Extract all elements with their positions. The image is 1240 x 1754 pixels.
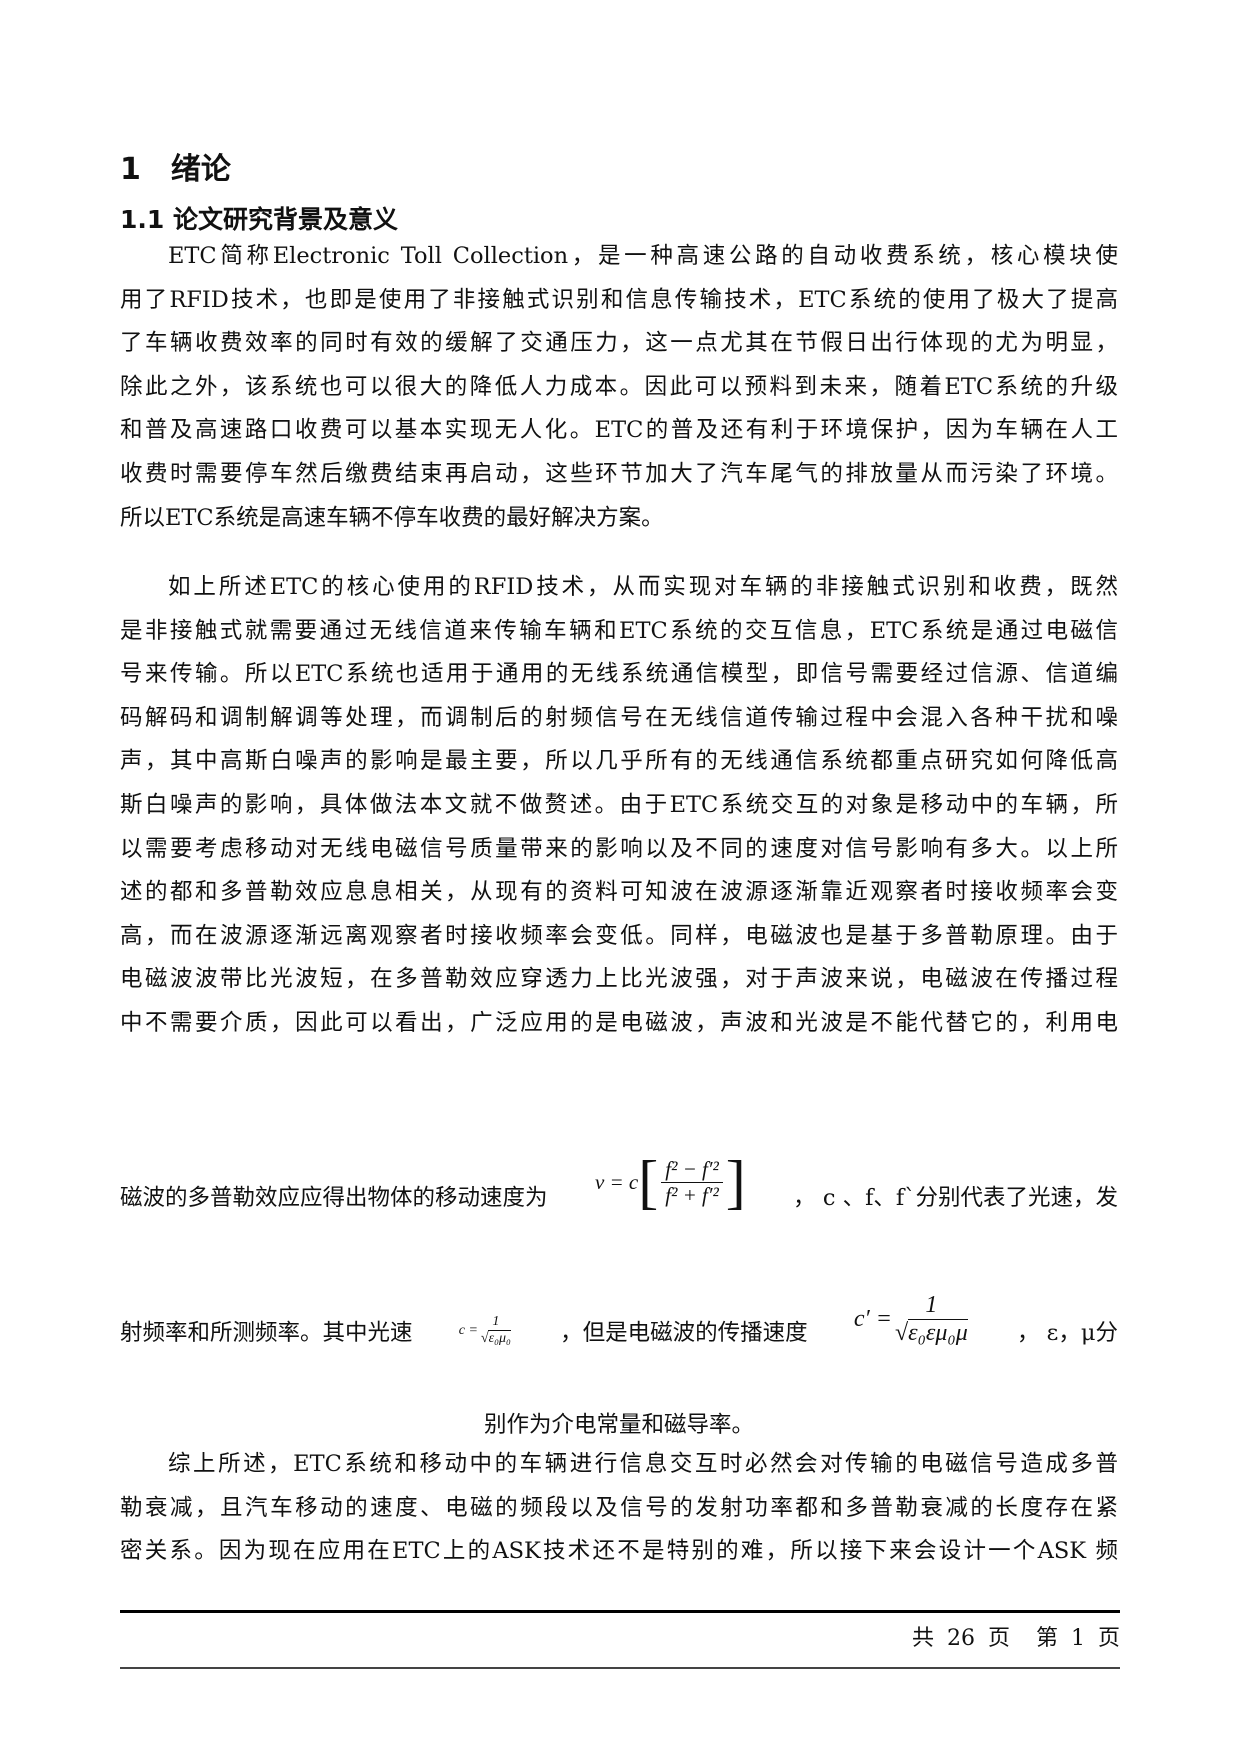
- centered-line: 别作为介电常量和磁导率。: [483, 1412, 754, 1438]
- paragraph-line: 述的都和多普勒效应息息相关，从现有的资料可知波在波源逐渐靠近观察者时接收频率会变: [120, 879, 1118, 906]
- paragraph-line: 勒衰减，且汽车移动的速度、电磁的频段以及信号的发射功率都和多普勒衰减的长度存在紧: [120, 1494, 1118, 1521]
- paragraph-line: 斯白噪声的影响，具体做法本文就不做赘述。由于ETC系统交互的对象是移动中的车辆，…: [120, 792, 1118, 818]
- propagation-speed-formula: c′ = 1√ε₀εμ₀μ: [853, 1292, 968, 1346]
- section-heading: 1.1 论文研究背景及意义: [120, 205, 398, 234]
- light-speed-formula: c = 1√ε₀μ₀: [458, 1314, 511, 1346]
- paragraph-line: ETC简称Electronic Toll Collection，是一种高速公路的…: [168, 243, 1118, 269]
- paragraph-line: 以需要考虑移动对无线电磁信号质量带来的影响以及不同的速度对信号影响有多大。以上所: [120, 835, 1118, 862]
- paragraph-line: 了车辆收费效率的同时有效的缓解了交通压力，这一点尤其在节假日出行体现的尤为明显，: [120, 330, 1118, 357]
- paragraph-line: 高，而在波源逐渐远离观察者时接收频率会变低。同样，电磁波也是基于多普勒原理。由于: [120, 922, 1118, 949]
- paragraph-line: 密关系。因为现在应用在ETC上的ASK技术还不是特别的难，所以接下来会设计一个A…: [120, 1538, 1118, 1565]
- paragraph-line: 号来传输。所以ETC系统也适用于通用的无线系统通信模型，即信号需要经过信源、信道…: [120, 661, 1118, 688]
- paragraph-line: 和普及高速路口收费可以基本实现无人化。ETC的普及还有利于环境保护，因为车辆在人…: [120, 417, 1118, 444]
- formula-line-light-speed: 射频率和所测频率。其中光速 c = 1√ε₀μ₀ ，但是电磁波的传播速度 c′ …: [120, 1292, 1118, 1346]
- paragraph-line: 综上所述，ETC系统和移动中的车辆进行信息交互时必然会对传输的电磁信号造成多普: [168, 1451, 1118, 1477]
- paragraph-line: 收费时需要停车然后缴费结束再启动，这些环节加大了汽车尾气的排放量从而污染了环境。: [120, 461, 1118, 487]
- paragraph-line: 如上所述ETC的核心使用的RFID技术，从而实现对车辆的非接触式识别和收费，既然: [168, 574, 1118, 600]
- paragraph-line: 所以ETC系统是高速车辆不停车收费的最好解决方案。: [120, 504, 664, 531]
- paragraph-line: 中不需要介质，因此可以看出，广泛应用的是电磁波，声波和光波是不能代替它的，利用电: [120, 1010, 1118, 1036]
- paragraph-line: 码解码和调制解调等处理，而调制后的射频信号在无线信道传输过程中会混入各种干扰和噪: [120, 704, 1118, 731]
- page-number: 共 26 页 第 1 页: [912, 1626, 1120, 1651]
- footer-rule-top: [120, 1610, 1120, 1613]
- paragraph-line: 用了RFID技术，也即是使用了非接触式识别和信息传输技术，ETC系统的使用了极大…: [120, 286, 1118, 313]
- paragraph-line: 是非接触式就需要通过无线信道来传输车辆和ETC系统的交互信息，ETC系统是通过电…: [120, 617, 1118, 644]
- footer-rule-bottom: [120, 1667, 1120, 1669]
- paragraph-line: 除此之外，该系统也可以很大的降低人力成本。因此可以预料到未来，随着ETC系统的升…: [120, 373, 1118, 400]
- paragraph-line: 电磁波波带比光波短，在多普勒效应穿透力上比光波强，对于声波来说，电磁波在传播过程: [120, 966, 1118, 993]
- paragraph-line: 声，其中高斯白噪声的影响是最主要，所以几乎所有的无线通信系统都重点研究如何降低高: [120, 748, 1118, 775]
